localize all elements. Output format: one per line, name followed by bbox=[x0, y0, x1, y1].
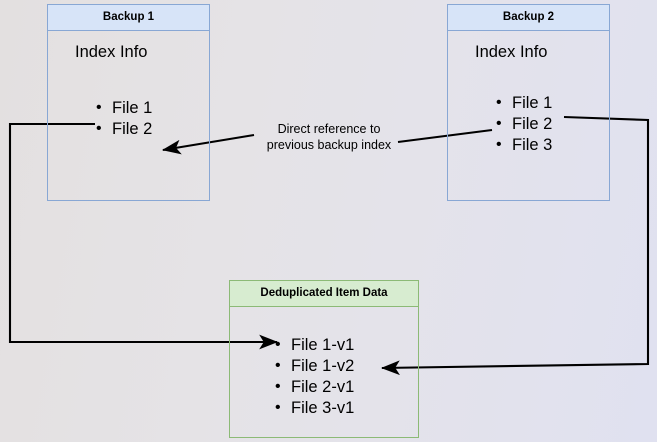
connector-backup2-file1-to-dedup bbox=[380, 115, 650, 376]
list-item: File 3-v1 bbox=[275, 397, 354, 419]
node-backup2[interactable]: Backup 2 Index Info File 1 File 2 File 3 bbox=[447, 4, 610, 201]
list-item: File 2 bbox=[496, 113, 552, 135]
node-deduplicated-body: File 1-v1 File 1-v2 File 2-v1 File 3-v1 bbox=[230, 307, 418, 437]
node-backup1[interactable]: Backup 1 Index Info File 1 File 2 bbox=[47, 4, 210, 201]
node-backup1-file-list: File 1 File 2 bbox=[96, 97, 152, 140]
annotation-line-2: previous backup index bbox=[266, 138, 392, 152]
annotation-line-1: Direct reference to bbox=[277, 122, 381, 136]
node-backup1-index-info-label: Index Info bbox=[75, 43, 148, 61]
list-item: File 3 bbox=[496, 134, 552, 156]
connector-backup1-file1-to-dedup bbox=[8, 122, 279, 350]
node-backup2-file-list: File 1 File 2 File 3 bbox=[496, 92, 552, 156]
list-item: File 2-v1 bbox=[275, 376, 354, 398]
node-backup2-header: Backup 2 bbox=[448, 5, 609, 31]
annotation-direct-reference: Direct reference to previous backup inde… bbox=[251, 121, 407, 153]
node-deduplicated-item-data[interactable]: Deduplicated Item Data File 1-v1 File 1-… bbox=[229, 280, 419, 438]
list-item: File 1 bbox=[96, 97, 152, 119]
connector-annotation-to-backup1-file2 bbox=[161, 133, 255, 155]
connector-backup2-index-to-backup1-index-right bbox=[397, 128, 493, 144]
list-item: File 1-v1 bbox=[275, 334, 354, 356]
node-backup1-header: Backup 1 bbox=[48, 5, 209, 31]
node-backup1-body: Index Info File 1 File 2 bbox=[48, 31, 209, 200]
node-deduplicated-header: Deduplicated Item Data bbox=[230, 281, 418, 307]
node-backup2-body: Index Info File 1 File 2 File 3 bbox=[448, 31, 609, 200]
list-item: File 1-v2 bbox=[275, 355, 354, 377]
node-deduplicated-file-list: File 1-v1 File 1-v2 File 2-v1 File 3-v1 bbox=[275, 334, 354, 419]
node-backup2-index-info-label: Index Info bbox=[475, 43, 548, 61]
list-item: File 1 bbox=[496, 92, 552, 114]
list-item: File 2 bbox=[96, 118, 152, 140]
